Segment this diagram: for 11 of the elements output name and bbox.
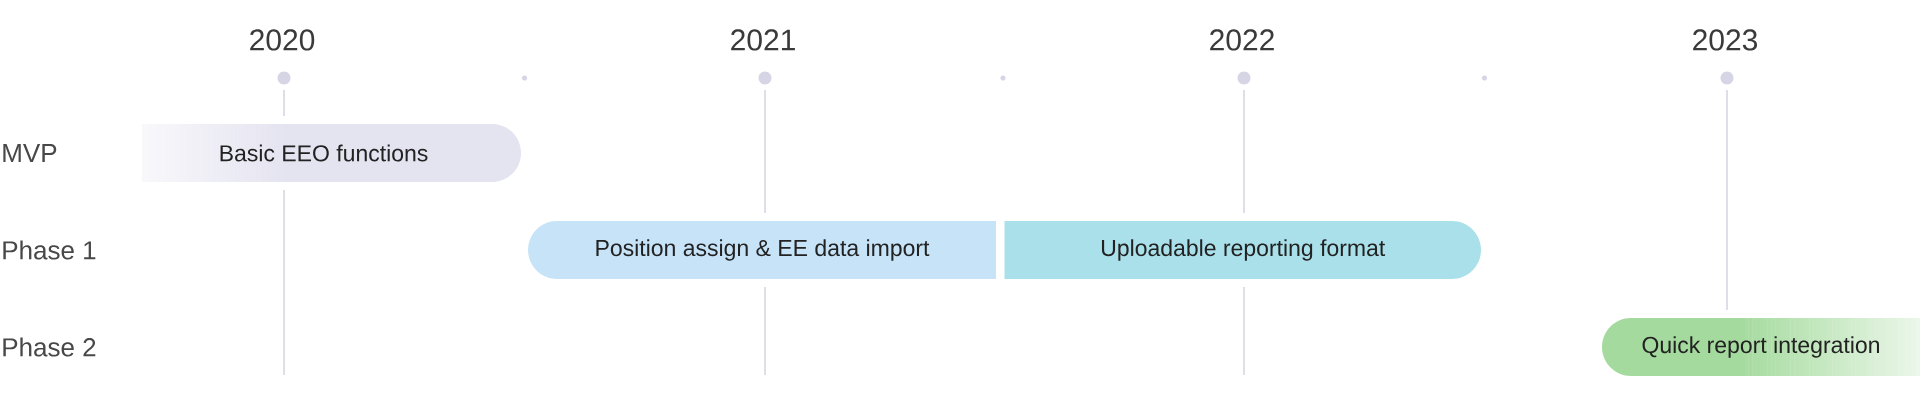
row-label: Phase 1 (3, 240, 96, 260)
timeline-bar: Quick report integration (1602, 318, 1920, 376)
timeline-bar: Uploadable reporting format (1004, 221, 1481, 279)
year-label: 2023 (1693, 29, 1758, 51)
year-label: 2020 (250, 29, 315, 51)
year-label: 2022 (1210, 29, 1274, 51)
row-label: Phase 2 (3, 337, 96, 357)
timeline-bar: Position assign & EE data import (528, 221, 996, 279)
year-label: 2021 (731, 29, 795, 51)
timeline-bar: Basic EEO functions (142, 124, 521, 182)
row-label: MVP (3, 144, 57, 162)
